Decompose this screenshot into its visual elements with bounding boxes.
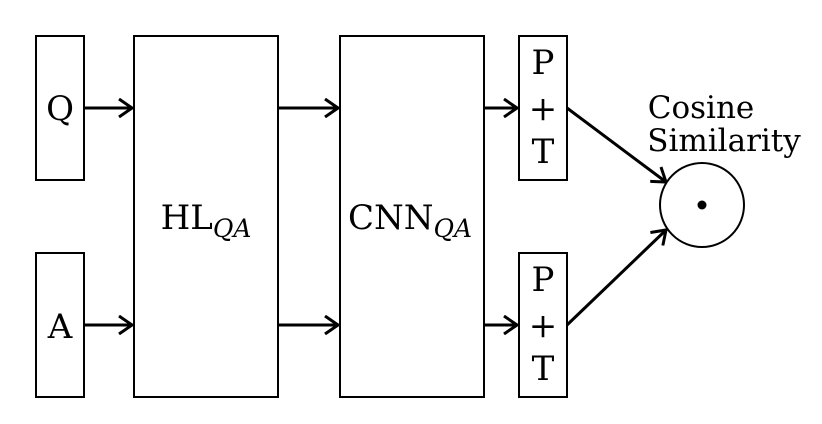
hl-qa-block: HLQA bbox=[133, 35, 279, 398]
cosine-similarity-node: Cosine Similarity bbox=[647, 90, 801, 248]
dot-product-symbol bbox=[697, 200, 707, 210]
pool-top-t: T bbox=[532, 132, 555, 172]
cnn-qa-label: CNNQA bbox=[348, 198, 472, 243]
pool-bottom-p: P bbox=[532, 260, 555, 300]
hl-qa-label: HLQA bbox=[161, 198, 252, 243]
question-label: Q bbox=[46, 89, 74, 129]
pool-bottom-t: T bbox=[532, 349, 555, 389]
pool-top-plus: + bbox=[529, 89, 558, 129]
cosine-label-line1: Cosine bbox=[648, 90, 755, 126]
pool-top-p: P bbox=[532, 43, 555, 83]
cnn-qa-block: CNNQA bbox=[339, 35, 485, 398]
pooling-tanh-box-top: P + T bbox=[518, 35, 568, 181]
question-input-box: Q bbox=[35, 35, 85, 181]
answer-label: A bbox=[47, 307, 73, 347]
pooling-tanh-box-bottom: P + T bbox=[518, 252, 568, 398]
cosine-label-line2: Similarity bbox=[647, 123, 801, 159]
arrow-pool-top-to-cosine bbox=[566, 106, 666, 182]
pool-bottom-plus: + bbox=[529, 306, 558, 346]
arrow-pool-bottom-to-cosine bbox=[565, 230, 666, 327]
answer-input-box: A bbox=[35, 252, 85, 398]
